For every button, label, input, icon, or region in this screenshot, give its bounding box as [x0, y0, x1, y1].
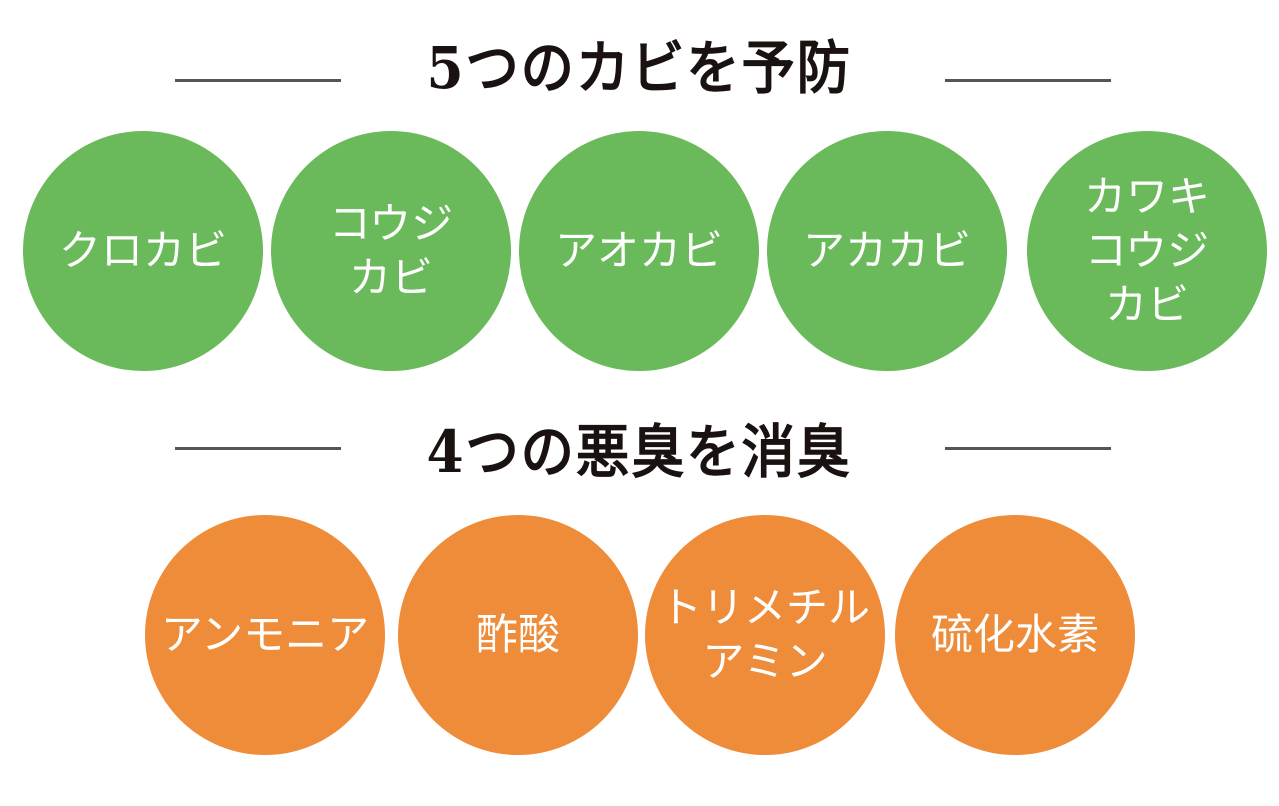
mold-item-aokabi: アオカビ: [519, 131, 759, 371]
mold-item-label: カビ: [348, 253, 433, 302]
mold-item-label: アオカビ: [554, 226, 723, 275]
odor-heading: 4つの悪臭を消臭: [0, 402, 1279, 492]
mold-item-label: アカカビ: [802, 226, 971, 275]
mold-item-label: カビ: [1104, 280, 1189, 329]
odor-item-label: トリメチル: [659, 583, 870, 632]
mold-item-akakabi: アカカビ: [767, 131, 1007, 371]
heading-rule-right: [945, 79, 1111, 82]
mold-item-label: コウジ: [328, 199, 454, 248]
odor-item-trimethylamine: トリメチル アミン: [645, 515, 885, 755]
mold-item-koujikabi: コウジ カビ: [271, 131, 511, 371]
mold-item-label: コウジ: [1084, 226, 1210, 275]
mold-item-kurokabi: クロカビ: [23, 131, 263, 371]
heading-rule-left: [175, 447, 341, 450]
odor-item-label: アミン: [702, 637, 828, 686]
mold-item-label: クロカビ: [58, 226, 227, 275]
odor-item-hydrogen-sulfide: 硫化水素: [895, 515, 1135, 755]
odor-heading-title: 4つの悪臭を消臭: [426, 418, 853, 486]
odor-item-label: 酢酸: [475, 610, 560, 659]
odor-item-ammonia: アンモニア: [145, 515, 385, 755]
mold-item-label: カワキ: [1083, 172, 1210, 221]
mold-heading: 5つのカビを予防: [0, 18, 1279, 108]
odor-item-label: アンモニア: [160, 610, 370, 659]
odor-item-label: 硫化水素: [930, 610, 1099, 659]
heading-rule-right: [945, 447, 1111, 450]
mold-item-kawakikoujikabi: カワキ コウジ カビ: [1027, 131, 1267, 371]
odor-item-acetic-acid: 酢酸: [398, 515, 638, 755]
mold-heading-title: 5つのカビを予防: [426, 34, 853, 102]
heading-rule-left: [175, 79, 341, 82]
